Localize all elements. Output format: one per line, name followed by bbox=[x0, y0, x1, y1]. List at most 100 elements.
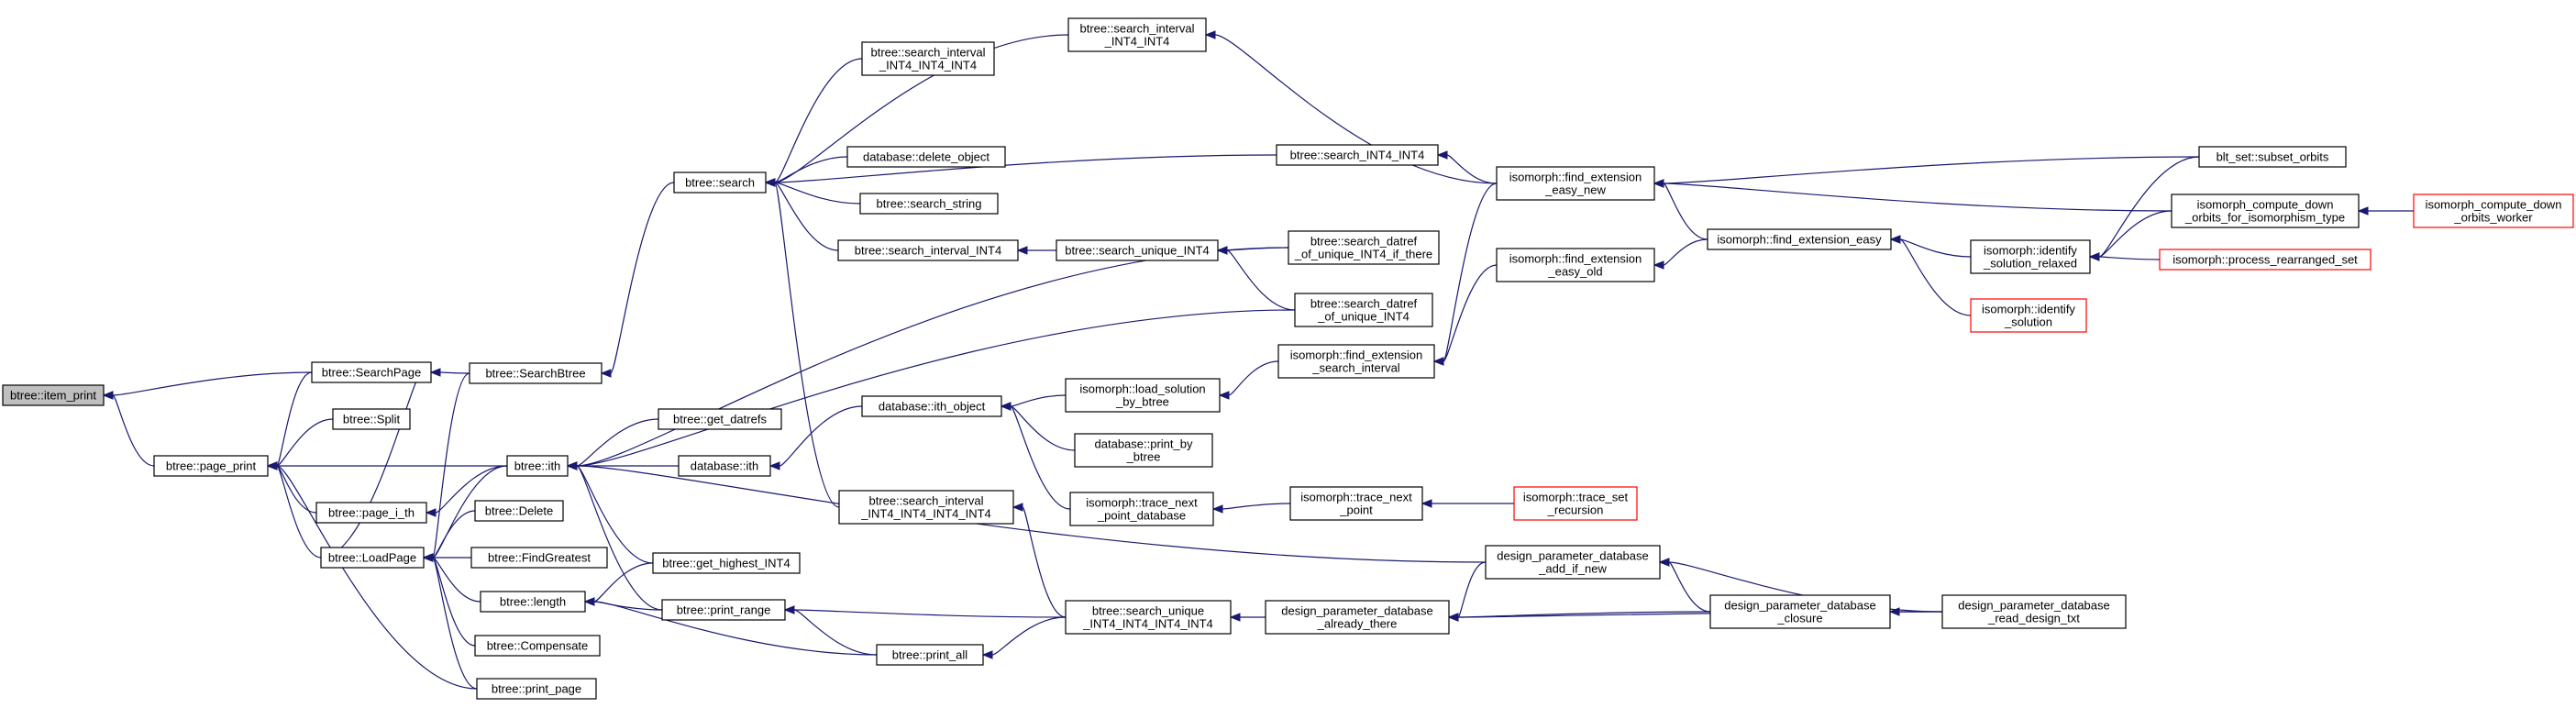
node-label: _point_database bbox=[1097, 509, 1186, 523]
node-dpd_read_design[interactable]: design_parameter_database_read_design_tx… bbox=[1941, 594, 2127, 629]
node-subset_orbits[interactable]: blt_set::subset_orbits bbox=[2198, 146, 2347, 168]
node-label: _recursion bbox=[1547, 503, 1604, 517]
node-dpd_already_there[interactable]: design_parameter_database_already_there bbox=[1265, 600, 1450, 635]
node-db_ith_object[interactable]: database::ith_object bbox=[861, 395, 1002, 417]
call-edge-dpd_add_if_new-to-dpd_already_there bbox=[1447, 561, 1487, 622]
node-label: _easy_new bbox=[1544, 183, 1606, 197]
node-label: _search_interval bbox=[1311, 361, 1399, 375]
node-find_ext_easy_old[interactable]: isomorph::find_extension_easy_old bbox=[1496, 248, 1655, 282]
node-search_string[interactable]: btree::search_string bbox=[859, 193, 999, 215]
node-label: btree::search_INT4_INT4 bbox=[1290, 149, 1425, 162]
node-trace_set_recursion[interactable]: isomorph::trace_set_recursion bbox=[1513, 486, 1638, 521]
node-label: design_parameter_database bbox=[1724, 599, 1876, 613]
call-nodes: btree::item_printbtree::SearchPagebtree:… bbox=[2, 17, 2574, 700]
node-trace_next_db[interactable]: isomorph::trace_next_point_database bbox=[1069, 492, 1214, 526]
node-page_print[interactable]: btree::page_print bbox=[153, 455, 269, 477]
node-Compensate[interactable]: btree::Compensate bbox=[474, 635, 601, 657]
call-edge-find_ext_easy_new-to-search_INT4_INT4 bbox=[1436, 150, 1498, 184]
call-edge-process_rearranged-to-identify_relaxed bbox=[2088, 252, 2161, 261]
call-edge-find_ext_easy-to-find_ext_easy_old bbox=[1653, 238, 1708, 270]
node-print_all[interactable]: btree::print_all bbox=[876, 644, 984, 666]
call-edge-trace_set_recursion-to-trace_next_point bbox=[1421, 499, 1514, 508]
node-label: isomorph::trace_next bbox=[1300, 491, 1412, 504]
node-process_rearranged[interactable]: isomorph::process_rearranged_set bbox=[2159, 249, 2371, 271]
call-edge-find_ext_easy_old-to-find_ext_search_interval bbox=[1432, 264, 1498, 366]
node-FindGreatest[interactable]: btree::FindGreatest bbox=[470, 547, 608, 569]
node-dpd_add_if_new[interactable]: design_parameter_database_add_if_new bbox=[1485, 545, 1661, 580]
node-label: _read_design_txt bbox=[1987, 612, 2080, 625]
node-label: btree::print_page bbox=[492, 682, 581, 696]
call-edge-get_highest-to-length bbox=[583, 562, 654, 606]
node-print_page[interactable]: btree::print_page bbox=[476, 678, 597, 700]
node-label: design_parameter_database bbox=[1497, 549, 1649, 563]
node-find_ext_search_interval[interactable]: isomorph::find_extension_search_interval bbox=[1277, 344, 1435, 379]
node-label: btree::search_datref bbox=[1310, 297, 1418, 311]
node-label: btree::search_unique_INT4 bbox=[1065, 244, 1210, 258]
node-compute_down_orbits[interactable]: isomorph_compute_down_orbits_for_isomorp… bbox=[2171, 194, 2360, 228]
node-label: btree::print_all bbox=[892, 648, 967, 662]
node-SearchPage[interactable]: btree::SearchPage bbox=[311, 361, 432, 383]
call-edge-identify_solution-to-find_ext_easy bbox=[1889, 235, 1972, 316]
node-print_range[interactable]: btree::print_range bbox=[661, 599, 786, 621]
call-edge-search_unique_4444-to-s_int_44444 bbox=[1012, 503, 1067, 618]
call-edge-SearchBtree-to-SearchPage bbox=[429, 368, 470, 377]
node-find_ext_easy[interactable]: isomorph::find_extension_easy bbox=[1707, 228, 1892, 250]
node-Delete[interactable]: btree::Delete bbox=[474, 500, 564, 522]
node-s_int_44[interactable]: btree::search_interval_INT4_INT4 bbox=[1067, 17, 1207, 52]
node-label: design_parameter_database bbox=[1281, 604, 1433, 618]
call-edge-search_unique_4444-to-print_all bbox=[981, 616, 1067, 659]
node-search_INT4_INT4[interactable]: btree::search_INT4_INT4 bbox=[1276, 144, 1439, 166]
node-identify_relaxed[interactable]: isomorph::identify_solution_relaxed bbox=[1970, 239, 2091, 274]
call-edge-datref_if_there-to-search_unique_INT4 bbox=[1216, 246, 1289, 255]
node-label: btree::FindGreatest bbox=[488, 551, 591, 565]
node-label: database::ith_object bbox=[879, 400, 986, 414]
node-label: btree::page_i_th bbox=[328, 506, 415, 520]
node-SearchBtree[interactable]: btree::SearchBtree bbox=[469, 362, 603, 384]
node-compute_down_worker[interactable]: isomorph_compute_down_orbits_worker bbox=[2413, 194, 2574, 228]
node-print_by_btree[interactable]: database::print_by_btree bbox=[1074, 433, 1213, 468]
node-s_int_4444[interactable]: btree::search_interval_INT4_INT4_INT4 bbox=[861, 41, 995, 76]
call-edge-dpd_closure-to-dpd_already_there bbox=[1447, 611, 1711, 622]
call-edge-find_ext_search_interval-to-load_solution bbox=[1218, 360, 1279, 400]
node-load_solution[interactable]: isomorph::load_solution_by_btree bbox=[1065, 378, 1221, 413]
node-identify_solution[interactable]: isomorph::identify_solution bbox=[1970, 298, 2087, 333]
node-LoadPage[interactable]: btree::LoadPage bbox=[320, 547, 425, 569]
node-datref_if_there[interactable]: btree::search_datref_of_unique_INT4_if_t… bbox=[1288, 230, 1440, 265]
node-label: isomorph::identify bbox=[1984, 244, 2077, 258]
call-edge-dpd_read_design-to-dpd_closure bbox=[1888, 607, 1943, 616]
node-label: btree::Compensate bbox=[487, 639, 589, 653]
node-dpd_closure[interactable]: design_parameter_database_closure bbox=[1709, 594, 1891, 629]
node-get_highest[interactable]: btree::get_highest_INT4 bbox=[652, 552, 801, 574]
node-label: _of_unique_INT4 bbox=[1317, 310, 1410, 324]
call-edge-subset_orbits-to-find_ext_easy_new bbox=[1653, 156, 2200, 188]
call-edge-Split-to-page_print bbox=[266, 418, 334, 470]
node-label: btree::get_datrefs bbox=[673, 413, 767, 426]
node-length[interactable]: btree::length bbox=[480, 591, 586, 613]
node-ith[interactable]: btree::ith bbox=[506, 455, 569, 477]
node-label: _of_unique_INT4_if_there bbox=[1294, 248, 1432, 261]
node-delete_object[interactable]: database::delete_object bbox=[846, 146, 1006, 168]
node-label: isomorph::trace_set bbox=[1523, 491, 1629, 504]
node-db_ith[interactable]: database::ith bbox=[678, 455, 771, 477]
call-edge-ith-to-page_i_th bbox=[425, 465, 508, 517]
node-find_ext_easy_new[interactable]: isomorph::find_extension_easy_new bbox=[1496, 166, 1655, 201]
node-label: isomorph::load_solution bbox=[1079, 382, 1205, 396]
node-search_unique_4444[interactable]: btree::search_unique_INT4_INT4_INT4_INT4 bbox=[1065, 600, 1232, 635]
node-search_unique_INT4[interactable]: btree::search_unique_INT4 bbox=[1056, 239, 1219, 261]
node-get_datrefs[interactable]: btree::get_datrefs bbox=[658, 408, 782, 430]
node-search[interactable]: btree::search bbox=[673, 171, 767, 194]
node-Split[interactable]: btree::Split bbox=[332, 408, 411, 430]
node-search_interval_INT4[interactable]: btree::search_interval_INT4 bbox=[837, 239, 1019, 261]
node-label: btree::search_interval bbox=[870, 46, 985, 60]
node-label: btree::search_datref bbox=[1310, 235, 1418, 249]
node-label: _by_btree bbox=[1115, 395, 1169, 409]
node-page_i_th[interactable]: btree::page_i_th bbox=[315, 502, 427, 524]
node-s_int_44444[interactable]: btree::search_interval_INT4_INT4_INT4_IN… bbox=[838, 490, 1014, 525]
node-label: _INT4_INT4_INT4_INT4 bbox=[1082, 617, 1213, 631]
node-label: database::print_by bbox=[1095, 437, 1193, 451]
node-label: _solution bbox=[2004, 315, 2052, 329]
node-datref_unique[interactable]: btree::search_datref_of_unique_INT4 bbox=[1294, 293, 1433, 327]
node-trace_next_point[interactable]: isomorph::trace_next_point bbox=[1289, 486, 1423, 521]
node-label: _orbits_worker bbox=[2453, 211, 2533, 225]
